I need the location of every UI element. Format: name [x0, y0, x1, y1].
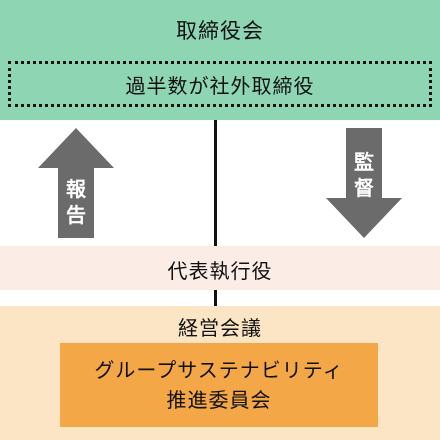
committee-name-line2: 推進委員会 [166, 388, 272, 412]
report-label: 報告 [59, 176, 93, 228]
executive-band [0, 246, 440, 290]
audit-text: 監督 [354, 150, 374, 200]
down-arrow-shape [326, 128, 402, 238]
outside-director-box: 過半数が社外取締役 [8, 61, 432, 107]
management-meeting-title: 経営会議 [178, 316, 262, 340]
up-arrow-shape [38, 128, 114, 238]
audit-label: 監督 [347, 149, 381, 201]
outside-director-label: 過半数が社外取締役 [125, 73, 315, 98]
sustainability-committee-box: グループサステナビリティ 推進委員会 [60, 343, 378, 427]
connector-line-upper [214, 120, 217, 246]
connector-line-lower [214, 290, 217, 306]
report-up-arrow [38, 128, 114, 238]
executive-title: 代表執行役 [167, 259, 273, 283]
board-band [0, 0, 440, 120]
audit-down-arrow [326, 128, 402, 238]
report-text: 報告 [66, 177, 86, 227]
committee-name-line1: グループサステナビリティ [94, 358, 344, 382]
board-title: 取締役会 [176, 19, 264, 43]
